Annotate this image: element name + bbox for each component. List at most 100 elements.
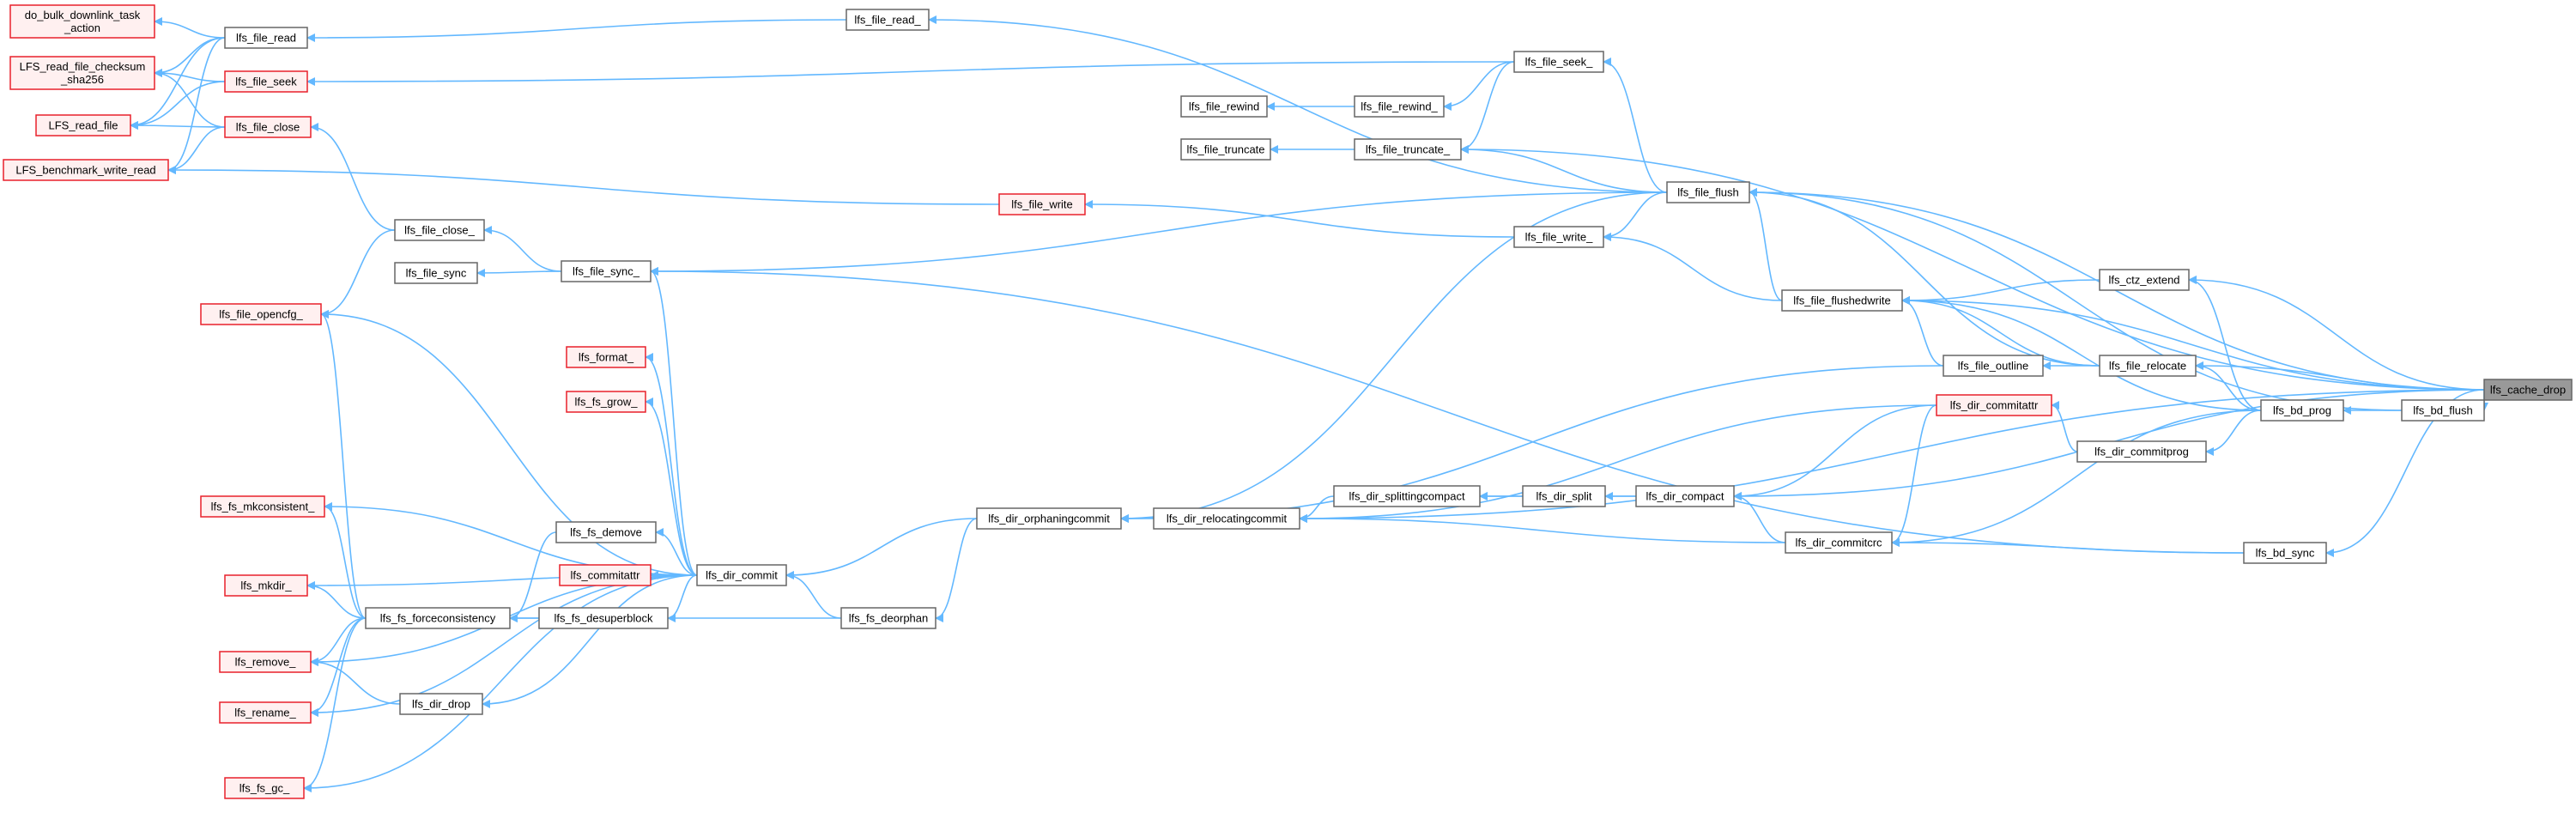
node-lfs-bench[interactable]: LFS_benchmark_write_read <box>3 159 169 181</box>
node-file-seek[interactable]: lfs_file_seek <box>224 70 308 93</box>
node-label: lfs_file_opencfg_ <box>219 308 303 321</box>
node-label: lfs_ctz_extend <box>2108 274 2179 287</box>
node-mkdir-[interactable]: lfs_mkdir_ <box>224 574 308 597</box>
node-file-read-[interactable]: lfs_file_read_ <box>846 9 930 31</box>
edges-layer <box>130 15 2488 792</box>
edge-bd_prog-to-dir_commitcrc <box>1891 410 2262 547</box>
node-ctz-extend[interactable]: lfs_ctz_extend <box>2099 269 2190 291</box>
node-file-write[interactable]: lfs_file_write <box>998 193 1086 215</box>
node-cache-drop[interactable]: lfs_cache_drop <box>2483 379 2573 401</box>
node-label: lfs_fs_grow_ <box>575 396 639 409</box>
edge-fs_forceconsistency-to-remove_ <box>310 617 367 666</box>
node-format-[interactable]: lfs_format_ <box>566 346 646 368</box>
node-label: lfs_dir_orphaningcommit <box>988 513 1110 525</box>
node-dir-relocatingcommit[interactable]: lfs_dir_relocatingcommit <box>1153 507 1300 530</box>
node-label: lfs_file_close_ <box>404 224 475 237</box>
node-lfs-read-file[interactable]: LFS_read_file <box>35 114 131 137</box>
node-label: lfs_file_rewind <box>1189 100 1259 113</box>
edge-file_read-to-lfs_read_file <box>130 37 226 130</box>
node-file-read[interactable]: lfs_file_read <box>224 27 308 49</box>
node-bd-prog[interactable]: lfs_bd_prog <box>2260 399 2344 422</box>
edge-dir_commitattr-to-dir_compact <box>1733 404 1937 501</box>
node-dir-commitattr[interactable]: lfs_dir_commitattr <box>1936 394 2052 416</box>
node-label: _sha256 <box>60 73 104 86</box>
node-file-rewind[interactable]: lfs_file_rewind <box>1180 95 1268 118</box>
node-file-write-[interactable]: lfs_file_write_ <box>1513 226 1604 248</box>
node-file-close[interactable]: lfs_file_close <box>224 116 312 138</box>
nodes-layer: do_bulk_downlink_task_actionLFS_read_fil… <box>3 4 2573 799</box>
edge-file_flush-to-file_truncate_ <box>1460 145 1668 193</box>
node-file-sync[interactable]: lfs_file_sync <box>394 262 478 284</box>
node-dir-commitprog[interactable]: lfs_dir_commitprog <box>2076 440 2207 463</box>
edge-file_close-to-lfs_sha <box>154 69 226 128</box>
node-fs-mkconsistent-[interactable]: lfs_fs_mkconsistent_ <box>200 495 325 518</box>
edge-dir_orphaningcommit-to-dir_commit <box>785 518 978 579</box>
node-label: lfs_dir_relocatingcommit <box>1167 513 1288 525</box>
node-fs-deorphan[interactable]: lfs_fs_deorphan <box>840 607 936 629</box>
node-dir-split[interactable]: lfs_dir_split <box>1522 485 1606 507</box>
edge-file_read-to-lfs_sha <box>154 37 226 77</box>
node-bd-sync[interactable]: lfs_bd_sync <box>2243 542 2327 564</box>
node-dir-orphaningcommit[interactable]: lfs_dir_orphaningcommit <box>976 507 1122 530</box>
node-remove-[interactable]: lfs_remove_ <box>219 651 312 673</box>
node-file-truncate-[interactable]: lfs_file_truncate_ <box>1354 138 1462 161</box>
node-label: lfs_file_rewind_ <box>1361 100 1438 113</box>
node-fs-forceconsistency[interactable]: lfs_fs_forceconsistency <box>365 607 511 629</box>
node-label: lfs_file_write <box>1011 198 1073 211</box>
edge-file_write-to-lfs_bench <box>167 166 1000 205</box>
node-commitattr[interactable]: lfs_commitattr <box>559 564 652 586</box>
node-file-relocate[interactable]: lfs_file_relocate <box>2099 355 2197 377</box>
edge-dir_commit-to-fs_desuperblock <box>667 574 698 622</box>
edge-file_flush-to-file_write_ <box>1603 191 1668 241</box>
edge-cache_drop-to-dir_relocatingcommit <box>1299 389 2485 523</box>
edge-file_read_-to-file_read <box>306 19 847 42</box>
edge-file_flush-to-file_sync_ <box>650 191 1668 276</box>
node-dir-drop[interactable]: lfs_dir_drop <box>399 693 483 715</box>
node-file-close-[interactable]: lfs_file_close_ <box>394 219 485 241</box>
node-file-flushedwrite[interactable]: lfs_file_flushedwrite <box>1781 289 1903 312</box>
node-file-truncate[interactable]: lfs_file_truncate <box>1180 138 1271 161</box>
edge-bd_prog-to-ctz_extend <box>2188 276 2262 411</box>
node-dir-compact[interactable]: lfs_dir_compact <box>1635 485 1735 507</box>
edge-fs_forceconsistency-to-rename_ <box>310 617 367 717</box>
edge-cache_drop-to-file_flushedwrite <box>1901 296 2485 391</box>
node-fs-demove[interactable]: lfs_fs_demove <box>555 521 657 543</box>
edge-file_seek-to-lfs_sha <box>154 69 226 82</box>
node-fs-gc-[interactable]: lfs_fs_gc_ <box>224 777 305 799</box>
node-label: lfs_bd_prog <box>2273 404 2331 417</box>
node-file-seek-[interactable]: lfs_file_seek_ <box>1513 51 1604 73</box>
node-do-bulk[interactable]: do_bulk_downlink_task_action <box>9 4 155 39</box>
edge-cache_drop-to-bd_sync <box>2325 389 2485 557</box>
edge-file_sync_-to-file_sync <box>476 268 562 277</box>
node-dir-splittingcompact[interactable]: lfs_dir_splittingcompact <box>1333 485 1481 507</box>
edge-dir_drop-to-remove_ <box>310 658 401 705</box>
node-file-sync-[interactable]: lfs_file_sync_ <box>561 260 652 282</box>
edge-file_flushedwrite-to-file_flush <box>1749 188 1783 301</box>
node-fs-desuperblock[interactable]: lfs_fs_desuperblock <box>538 607 669 629</box>
node-file-rewind-[interactable]: lfs_file_rewind_ <box>1354 95 1445 118</box>
node-label: lfs_cache_drop <box>2490 384 2566 397</box>
node-label: lfs_dir_commit <box>706 569 778 582</box>
node-rename-[interactable]: lfs_rename_ <box>219 701 312 724</box>
edge-dir_commitprog-to-dir_commitattr <box>2051 401 2078 452</box>
node-label: lfs_dir_commitcrc <box>1795 537 1882 549</box>
edge-file_outline-to-file_flushedwrite <box>1901 296 1944 367</box>
edge-dir_commit-to-file_opencfg_ <box>320 310 698 576</box>
node-dir-commitcrc[interactable]: lfs_dir_commitcrc <box>1785 531 1893 554</box>
node-lfs-sha[interactable]: LFS_read_file_checksum_sha256 <box>9 56 155 90</box>
node-file-outline[interactable]: lfs_file_outline <box>1943 355 2044 377</box>
edge-dir_orphaningcommit-to-fs_deorphan <box>935 518 978 622</box>
edge-fs_deorphan-to-dir_commit <box>785 571 842 619</box>
node-file-opencfg-[interactable]: lfs_file_opencfg_ <box>200 303 322 325</box>
edge-file_seek_-to-file_rewind_ <box>1443 61 1515 111</box>
node-label: lfs_file_seek <box>235 76 297 88</box>
node-dir-commit[interactable]: lfs_dir_commit <box>696 564 787 586</box>
edge-dir_commitcrc-to-dir_relocatingcommit <box>1299 514 1786 543</box>
edge-dir_commitattr-to-dir_relocatingcommit <box>1299 404 1937 523</box>
node-file-flush[interactable]: lfs_file_flush <box>1666 181 1750 203</box>
node-fs-grow-[interactable]: lfs_fs_grow_ <box>566 391 646 413</box>
node-bd-flush[interactable]: lfs_bd_flush <box>2401 399 2485 422</box>
edge-file_read-to-do_bulk <box>154 17 226 39</box>
node-label: lfs_fs_desuperblock <box>555 612 653 625</box>
